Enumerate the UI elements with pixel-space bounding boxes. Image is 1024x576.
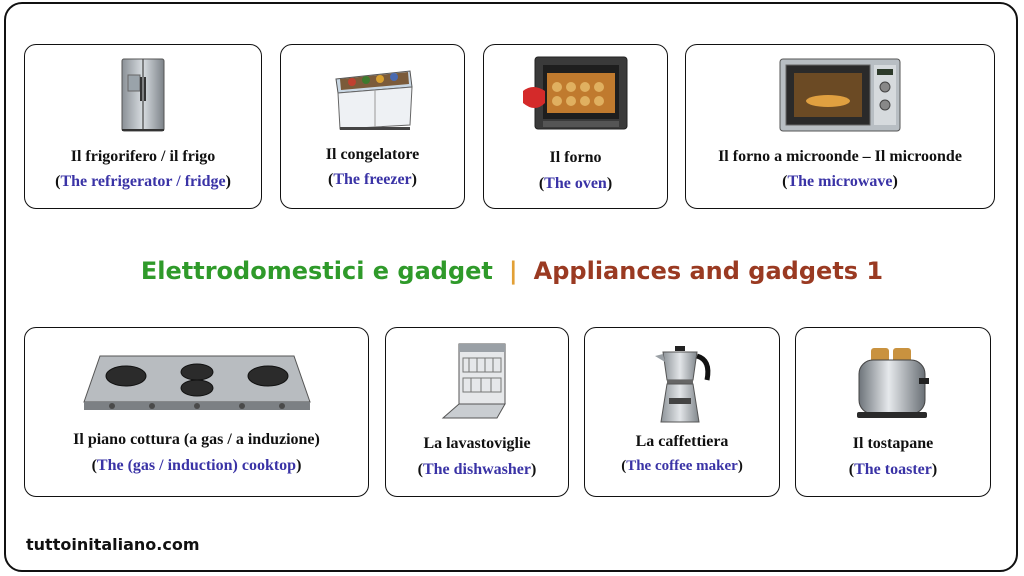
card-microwave: Il forno a microonde – Il microonde (The…: [685, 44, 995, 209]
card-italian-label: Il forno: [549, 149, 602, 166]
card-english-label: (The microwave): [782, 173, 898, 190]
card-english-label: (The freezer): [328, 171, 417, 188]
card-english-label: (The toaster): [848, 461, 938, 478]
card-italian-label: La caffettiera: [635, 433, 729, 450]
card-english-label: (The dishwasher): [417, 461, 537, 478]
cooktop-icon: [25, 350, 368, 416]
card-cooktop: Il piano cottura (a gas / a induzione) (…: [24, 327, 369, 497]
card-coffee-maker: La caffettiera (The coffee maker): [584, 327, 780, 497]
card-italian-label: Il congelatore: [325, 146, 420, 163]
card-italian-label: La lavastoviglie: [423, 435, 531, 452]
microwave-icon: [686, 57, 994, 133]
card-english-label: (The coffee maker): [621, 458, 743, 474]
card-italian-label: Il tostapane: [852, 435, 934, 452]
refrigerator-icon: [25, 57, 261, 133]
title-italian: Elettrodomestici e gadget: [140, 257, 493, 285]
page-title: Elettrodomestici e gadget | Appliances and…: [0, 257, 1024, 285]
card-dishwasher: La lavastoviglie (The dishwasher): [385, 327, 569, 497]
oven-icon: [484, 55, 667, 133]
title-english: Appliances and gadgets 1: [533, 257, 884, 285]
card-english-label: (The oven): [538, 175, 613, 192]
card-oven: Il forno (The oven): [483, 44, 668, 209]
card-toaster: Il tostapane (The toaster): [795, 327, 991, 497]
card-italian-label: Il frigorifero / il frigo: [70, 148, 216, 165]
card-english-label: (The refrigerator / fridge): [55, 173, 231, 190]
coffee-maker-icon: [585, 344, 779, 426]
card-english-label: (The (gas / induction) cooktop): [91, 457, 302, 474]
title-separator: |: [508, 257, 518, 285]
website-label: tuttoinitaliano.com: [26, 535, 200, 554]
card-italian-label: Il piano cottura (a gas / a induzione): [73, 431, 320, 448]
freezer-icon: [281, 57, 464, 133]
card-italian-label: Il forno a microonde – Il microonde: [718, 148, 962, 165]
toaster-icon: [796, 344, 990, 422]
card-freezer: Il congelatore (The freezer): [280, 44, 465, 209]
card-refrigerator: Il frigorifero / il frigo (The refrigera…: [24, 44, 262, 209]
dishwasher-icon: [386, 342, 568, 422]
